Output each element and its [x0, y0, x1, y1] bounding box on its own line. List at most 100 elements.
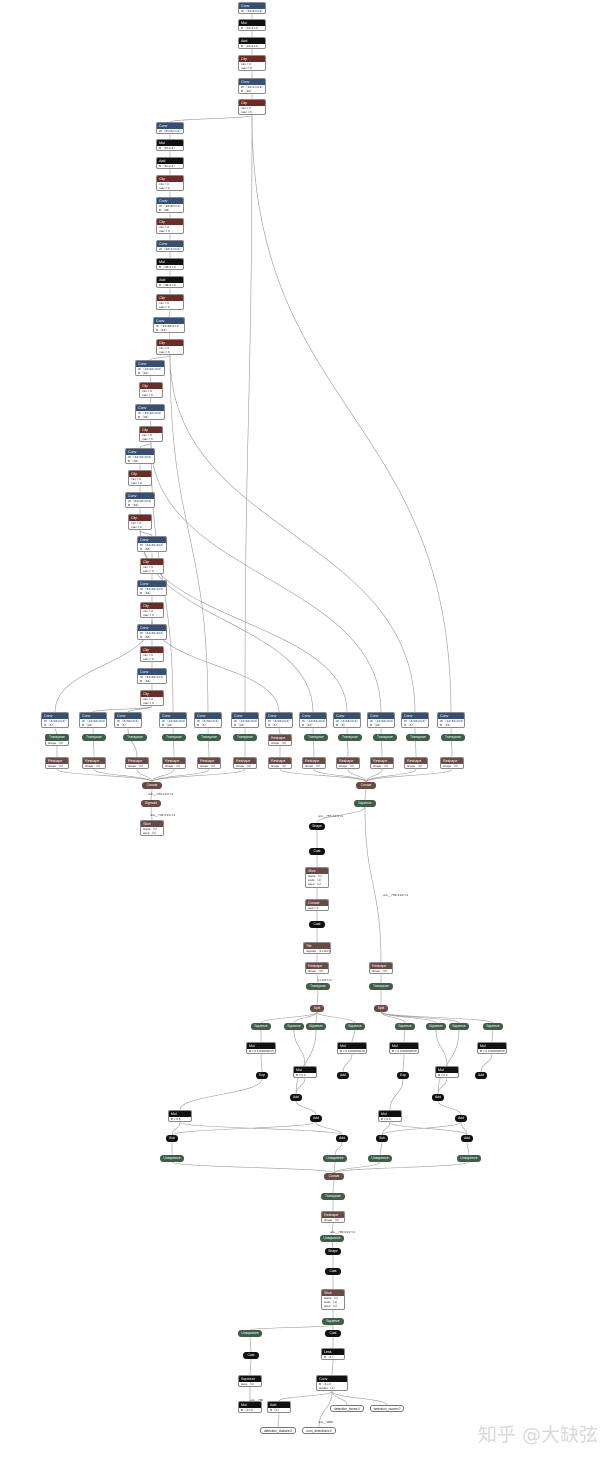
op-pill-squeeze[interactable]: Squeeze — [395, 1023, 415, 1030]
op-pill-cast[interactable]: Cast — [325, 1268, 341, 1275]
op-pill-unsqueeze[interactable]: Unsqueeze — [323, 1155, 347, 1162]
op-pill-shape[interactable]: Shape — [325, 1248, 341, 1255]
op-pill-add[interactable]: Add — [455, 1115, 467, 1122]
op-pill-split[interactable]: Split — [374, 1005, 388, 1012]
op-pill-cast[interactable]: Cast — [325, 1330, 341, 1337]
op-pill-sub[interactable]: Sub — [166, 1135, 178, 1142]
op-pill-concat[interactable]: Concat — [324, 1173, 344, 1180]
op-pill-exp[interactable]: Exp — [397, 1072, 409, 1079]
op-pill-squeeze[interactable]: Squeeze — [322, 1318, 344, 1325]
op-pill-transpose[interactable]: Transpose — [233, 734, 257, 741]
op-pill-squeeze[interactable]: Squeeze — [483, 1023, 503, 1030]
op-pill-cast[interactable]: Cast — [309, 921, 325, 928]
op-pill-add[interactable]: Add — [290, 1094, 302, 1101]
op-pill-unsqueeze[interactable]: Unsqueeze — [457, 1155, 481, 1162]
op-pill-transpose[interactable]: Transpose — [369, 983, 393, 990]
op-pill-transpose[interactable]: Transpose — [304, 734, 328, 741]
op-pill-shape[interactable]: Shape — [309, 823, 325, 830]
op-pill-squeeze[interactable]: Squeeze — [449, 1023, 469, 1030]
graph-output[interactable]: detection_scores:0 — [370, 1405, 404, 1412]
op-pill-transpose[interactable]: Transpose — [321, 1193, 345, 1200]
op-pill-transpose[interactable]: Transpose — [373, 734, 397, 741]
op-pill-squeeze[interactable]: Squeeze — [345, 1023, 365, 1030]
op-pill-add[interactable]: Add — [336, 1135, 348, 1142]
op-pill-transpose[interactable]: Transpose — [45, 734, 69, 741]
op-pill-add[interactable]: Add — [337, 1072, 349, 1079]
op-pill-add[interactable]: Add — [432, 1094, 444, 1101]
graph-output[interactable]: num_detections:0 — [302, 1427, 336, 1434]
op-pill-sub[interactable]: Sub — [376, 1135, 388, 1142]
op-pill-transpose[interactable]: Transpose — [82, 734, 106, 741]
op-pill-transpose[interactable]: Transpose — [406, 734, 430, 741]
op-pill-transpose[interactable]: Transpose — [123, 734, 147, 741]
op-pill-unsqueeze[interactable]: Unsqueeze — [238, 1330, 262, 1337]
op-pill-squeeze[interactable]: Squeeze — [284, 1023, 304, 1030]
op-pill-concat[interactable]: Concat — [142, 782, 162, 789]
op-pill-unsqueeze[interactable]: Unsqueeze — [160, 1155, 184, 1162]
op-pill-transpose[interactable]: Transpose — [338, 734, 362, 741]
op-pill-unsqueeze[interactable]: Unsqueeze — [368, 1155, 392, 1162]
op-pill-cast[interactable]: Cast — [243, 1352, 259, 1359]
op-pill-add[interactable]: Add — [475, 1072, 487, 1079]
op-pill-concat[interactable]: Concat — [356, 782, 376, 789]
